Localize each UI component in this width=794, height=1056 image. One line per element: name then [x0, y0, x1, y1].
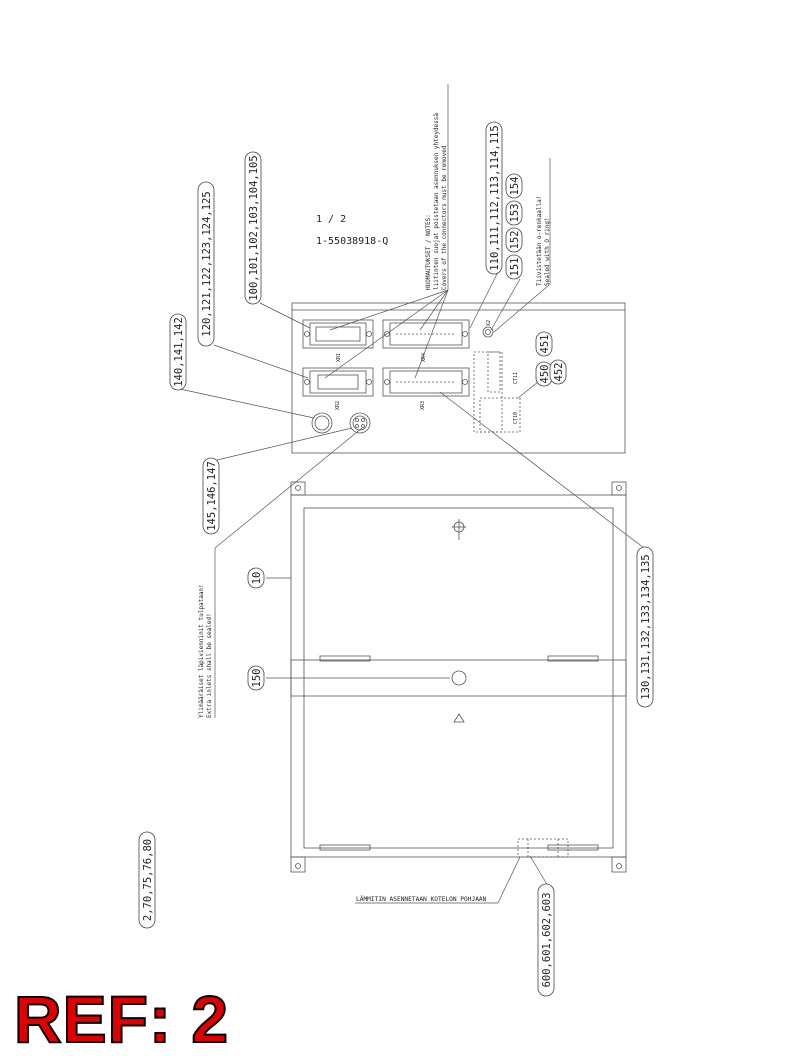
label-xr1: XR1 [336, 353, 342, 362]
callout-2: 2,70,75,76,80 [138, 831, 156, 929]
svg-text:152: 152 [509, 231, 521, 250]
callout-130: 130,131,132,133,134,135 [636, 546, 654, 708]
enclosure [290, 481, 627, 873]
label-x2: X2 [486, 320, 492, 326]
callout-452: 452 [549, 359, 567, 385]
callout-451: 451 [535, 331, 553, 357]
callout-450: 450 [535, 361, 553, 387]
svg-text:110,111,112,113,114,115: 110,111,112,113,114,115 [489, 125, 501, 270]
connector-xr4 [382, 319, 470, 349]
label-xr4: XR4 [421, 353, 427, 362]
callout-120: 120,121,122,123,124,125 [197, 181, 215, 347]
note-extra-inlets-en: Extra inlets shall be sealed! [206, 613, 213, 718]
callout-154: 154 [505, 173, 523, 199]
label-ct11: CT11 [513, 372, 519, 384]
reference-label: REF: 2 [13, 981, 230, 1056]
svg-text:140,141,142: 140,141,142 [173, 317, 185, 387]
callout-10: 10 [247, 567, 265, 589]
note-seal-fi: Tiivistetään o-renkaalla! [536, 196, 543, 286]
svg-text:120,121,122,123,124,125: 120,121,122,123,124,125 [201, 191, 213, 336]
connector-xr1 [302, 319, 374, 349]
drawing-number: 1-55038918-Q [316, 236, 388, 247]
svg-text:2,70,75,76,80: 2,70,75,76,80 [142, 839, 154, 921]
svg-text:451: 451 [539, 335, 551, 354]
svg-text:450: 450 [539, 365, 551, 384]
ct-dashed-area [473, 351, 521, 433]
callout-600: 600,601,602,603 [537, 883, 555, 997]
svg-text:10: 10 [251, 572, 263, 585]
note-seal-en: Sealed with O ring! [544, 217, 551, 286]
sheet-number: 1 / 2 [316, 214, 346, 225]
svg-text:150: 150 [251, 669, 263, 688]
callout-140: 140,141,142 [169, 313, 187, 391]
note-extra-inlets-fi: Ylimääräiset läpivienninit tulpataan! [198, 584, 205, 718]
note-heater: LÄMMITIN ASENNETAAN KOTELON POHJAAN [356, 894, 487, 903]
svg-text:145,146,147: 145,146,147 [206, 461, 218, 531]
label-xr3: XR3 [420, 401, 426, 410]
svg-text:100,101,102,103,104,105: 100,101,102,103,104,105 [248, 155, 260, 300]
cable-gland-left [311, 412, 333, 434]
connector-xr3 [382, 367, 470, 397]
svg-text:130,131,132,133,134,135: 130,131,132,133,134,135 [640, 554, 652, 699]
note-remove-covers-fi: liitinten suojat poistetaan asennuksen y… [433, 113, 440, 290]
callout-151: 151 [505, 254, 523, 280]
svg-text:153: 153 [509, 204, 521, 223]
svg-text:452: 452 [553, 363, 565, 382]
svg-text:154: 154 [509, 177, 521, 196]
label-xr2: XR2 [335, 401, 341, 410]
callout-153: 153 [505, 200, 523, 226]
note-remove-covers-en: Covers of the connectors must be removed [441, 145, 448, 290]
callout-145: 145,146,147 [202, 457, 220, 535]
svg-text:600,601,602,603: 600,601,602,603 [541, 893, 553, 988]
note-heading: HUOMAUTUKSET / NOTES: [425, 214, 432, 290]
callout-150: 150 [247, 665, 265, 691]
connector-xr2 [302, 367, 374, 397]
connector-x2 [482, 326, 494, 338]
svg-text:151: 151 [509, 258, 521, 277]
callout-152: 152 [505, 227, 523, 253]
callout-110: 110,111,112,113,114,115 [485, 121, 503, 275]
leader-lines [179, 84, 645, 904]
callout-100: 100,101,102,103,104,105 [244, 151, 262, 305]
label-ct10: CT10 [513, 412, 519, 424]
